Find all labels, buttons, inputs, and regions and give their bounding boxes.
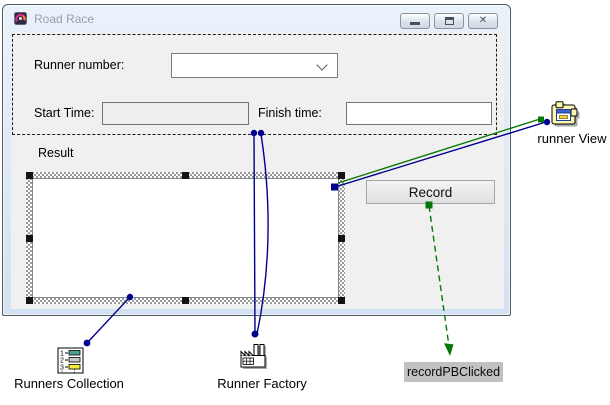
selection-handle-bottom-right[interactable]: [338, 297, 345, 304]
svg-text:1: 1: [60, 351, 64, 358]
close-button[interactable]: ✕: [468, 13, 498, 29]
result-listbox[interactable]: [32, 178, 339, 298]
app-icon: [14, 12, 27, 25]
record-button[interactable]: Record: [366, 180, 495, 204]
selection-handle-top-middle[interactable]: [182, 172, 189, 179]
selection-handle-top-left[interactable]: [26, 172, 33, 179]
runner-factory-label: Runner Factory: [217, 376, 307, 391]
finish-time-field[interactable]: [346, 102, 492, 125]
start-time-field[interactable]: [102, 102, 249, 125]
record-handler-badge: recordPBClicked: [404, 362, 503, 382]
arrowhead-icon: [444, 343, 454, 356]
result-label: Result: [38, 146, 74, 160]
runner-view-label: runner View: [537, 131, 607, 146]
maximize-icon: [444, 17, 454, 25]
minimize-button[interactable]: [400, 13, 430, 29]
chevron-down-icon[interactable]: [316, 59, 328, 71]
runner-view-icon: [551, 101, 580, 127]
svg-text:3: 3: [60, 365, 64, 372]
form-client-area: Runner number: Start Time: Finish time: …: [11, 32, 504, 309]
selection-handle-top-right[interactable]: [338, 172, 345, 179]
runner-number-combobox[interactable]: [171, 53, 338, 78]
runners-collection-icon: 123: [57, 347, 84, 374]
svg-text:2: 2: [60, 358, 64, 365]
runner-number-label: Runner number:: [34, 58, 125, 72]
form-window: Road Race ✕ Runner number: Start T: [2, 4, 511, 316]
selection-handle-middle-left[interactable]: [26, 234, 33, 242]
selection-handle-bottom-middle[interactable]: [182, 297, 189, 304]
minimize-icon: [410, 22, 420, 25]
close-icon: ✕: [478, 15, 488, 26]
runner-factory-icon: [240, 344, 267, 369]
finish-time-label: Finish time:: [258, 106, 322, 120]
title-bar[interactable]: Road Race ✕: [3, 5, 510, 32]
selection-handle-bottom-left[interactable]: [26, 297, 33, 304]
maximize-button[interactable]: [434, 13, 464, 29]
result-listbox-selection: [26, 172, 345, 304]
selection-handle-middle-right[interactable]: [338, 234, 345, 242]
window-title: Road Race: [34, 12, 95, 26]
start-time-label: Start Time:: [34, 106, 95, 120]
runners-collection-label: Runners Collection: [14, 376, 124, 391]
